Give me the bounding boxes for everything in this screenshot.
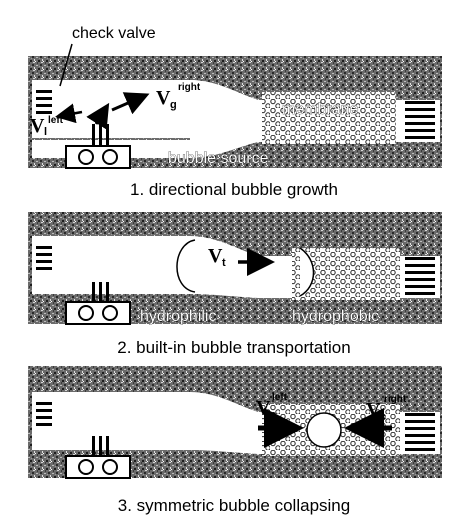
inlet-lines [36, 246, 52, 270]
heater-ring-icon [78, 305, 94, 321]
growth-arrow [86, 102, 110, 130]
bubble-left-meniscus [176, 239, 196, 293]
heater-box [65, 455, 131, 479]
heater-ring-icon [78, 459, 94, 475]
nozzle-line [106, 124, 109, 146]
bubble-right-meniscus [299, 247, 315, 297]
panel-2: V t hydrophilic hydrophobic [28, 212, 442, 325]
outlet-lines [405, 101, 435, 139]
v-c-left-symbol: V [256, 397, 271, 419]
collapsing-bubble [306, 412, 342, 448]
v-left-symbol: V [30, 115, 45, 137]
v-c-right-symbol: V [366, 399, 381, 421]
nozzle-line [92, 436, 95, 456]
growth-arrow-right [111, 92, 150, 115]
panel-3: V c left V c right [28, 366, 442, 479]
v-c-left-subscript: c [270, 409, 276, 421]
nozzle-line [106, 436, 109, 456]
growth-arrow-left [55, 103, 83, 124]
heater-box [65, 145, 131, 169]
v-c-right-superscript: right [384, 394, 407, 405]
heater-box [65, 301, 131, 325]
nozzle-line [106, 282, 109, 302]
panel-1: check valve V l left V g right membrane … [28, 25, 442, 169]
outlet-lines [405, 413, 435, 451]
v-g-subscript: g [170, 99, 177, 111]
heater-ring-icon [102, 305, 118, 321]
membrane-region [262, 92, 396, 144]
hydrophobic-label: hydrophobic [292, 308, 379, 325]
caption-1: 1. directional bubble growth [130, 180, 338, 199]
heater-ring-icon [102, 459, 118, 475]
check-valve-leader [59, 43, 73, 87]
nozzle-line [99, 282, 102, 302]
nozzle-line [99, 124, 102, 146]
outlet-lines [405, 257, 435, 295]
heater-ring-icon [102, 149, 118, 165]
nozzle-line [92, 124, 95, 146]
v-g-symbol: V [156, 87, 171, 109]
inlet-lines [36, 90, 52, 114]
v-c-right-subscript: c [380, 411, 386, 423]
v-c-left-superscript: left [272, 392, 288, 403]
caption-3: 3. symmetric bubble collapsing [118, 496, 350, 515]
inlet-lines [36, 402, 52, 426]
caption-2: 2. built-in bubble transportation [117, 338, 350, 357]
nozzle-line [92, 282, 95, 302]
v-t-symbol: V [208, 245, 223, 267]
membrane-label: membrane [282, 101, 359, 118]
nozzle-line [99, 436, 102, 456]
v-left-superscript: left [48, 115, 64, 126]
check-valve-label: check valve [72, 25, 156, 42]
heater-ring-icon [78, 149, 94, 165]
v-t-subscript: t [222, 257, 226, 269]
v-left-subscript: l [44, 126, 47, 138]
v-g-superscript: right [178, 82, 201, 93]
bubble-source-label: bubble source [168, 150, 269, 167]
hydrophilic-label: hydrophilic [140, 308, 216, 325]
